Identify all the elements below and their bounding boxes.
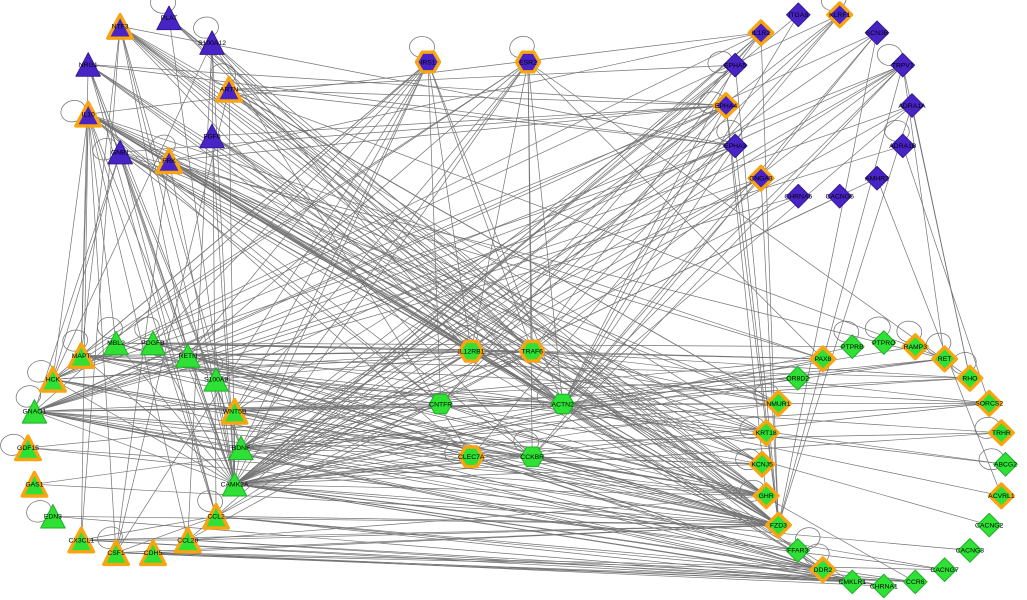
svg-text:IL1R2: IL1R2 (752, 30, 770, 37)
svg-text:NMUR1: NMUR1 (766, 401, 790, 408)
svg-text:OR8D2: OR8D2 (786, 376, 809, 383)
svg-text:EDN3: EDN3 (44, 514, 62, 521)
svg-text:TRPV1: TRPV1 (892, 62, 914, 69)
svg-text:CACNG5: CACNG5 (826, 194, 855, 201)
svg-text:PTPRB: PTPRB (841, 344, 864, 351)
svg-text:S100A9: S100A9 (204, 377, 228, 384)
svg-text:CLEC7A: CLEC7A (458, 454, 485, 461)
svg-text:NTF3: NTF3 (112, 24, 129, 31)
svg-text:TRAF6: TRAF6 (521, 349, 543, 356)
svg-text:GDF15: GDF15 (17, 445, 39, 452)
svg-text:MBL2: MBL2 (107, 340, 125, 347)
svg-text:S100A12: S100A12 (198, 40, 226, 47)
svg-text:PAX8: PAX8 (814, 356, 831, 363)
svg-text:CDH5: CDH5 (144, 550, 163, 557)
svg-text:SORCS2: SORCS2 (975, 401, 1003, 408)
svg-text:CAMK2A: CAMK2A (221, 482, 249, 489)
svg-text:CHRNA1: CHRNA1 (870, 583, 898, 590)
svg-text:CMKLR1: CMKLR1 (839, 579, 867, 586)
svg-text:ITGA8: ITGA8 (788, 12, 808, 19)
svg-text:KCNJ5: KCNJ5 (751, 462, 773, 469)
svg-text:TRHR: TRHR (992, 430, 1011, 437)
svg-text:GHR: GHR (759, 493, 774, 500)
svg-text:CHRNA5: CHRNA5 (784, 194, 812, 201)
svg-text:EPHA3: EPHA3 (724, 143, 747, 150)
svg-text:CCL20: CCL20 (177, 537, 198, 544)
svg-text:CACNG2: CACNG2 (975, 522, 1004, 529)
svg-text:DDR2: DDR2 (814, 567, 833, 574)
svg-text:PDGFB: PDGFB (141, 340, 165, 347)
svg-text:EPHA4: EPHA4 (715, 103, 738, 110)
svg-text:WNT5B: WNT5B (223, 409, 247, 416)
svg-text:KLRF1: KLRF1 (829, 12, 850, 19)
svg-text:HCK: HCK (46, 377, 61, 384)
svg-text:CACNG7: CACNG7 (930, 567, 959, 574)
svg-text:AMHR2: AMHR2 (865, 176, 889, 183)
svg-text:CCL2: CCL2 (207, 514, 225, 521)
svg-text:RETN: RETN (179, 353, 198, 360)
svg-text:FFAR3: FFAR3 (787, 548, 808, 555)
svg-text:CSF1: CSF1 (107, 550, 125, 557)
svg-text:GNAO1: GNAO1 (23, 409, 47, 416)
svg-text:NRG1: NRG1 (79, 62, 98, 69)
svg-text:ACTN2: ACTN2 (552, 401, 575, 408)
svg-text:SCN3B: SCN3B (866, 30, 889, 37)
svg-text:CACNG3: CACNG3 (956, 548, 985, 555)
svg-text:IL12RB1: IL12RB1 (458, 349, 485, 356)
svg-text:KRT18: KRT18 (756, 430, 777, 437)
svg-text:CNGA3: CNGA3 (749, 176, 773, 183)
svg-text:CX3CL1: CX3CL1 (68, 537, 94, 544)
svg-text:ACVRL1: ACVRL1 (988, 493, 1015, 500)
svg-text:CCKBR: CCKBR (520, 454, 544, 461)
svg-text:CNTFR: CNTFR (429, 401, 452, 408)
svg-text:RET: RET (938, 356, 952, 363)
svg-text:RAMP3: RAMP3 (904, 344, 928, 351)
svg-text:ADRA1A: ADRA1A (898, 103, 926, 110)
svg-text:ABCG2: ABCG2 (994, 462, 1017, 469)
svg-text:RHO: RHO (962, 376, 977, 383)
svg-text:IL10: IL10 (82, 111, 95, 118)
svg-text:ADRA1B: ADRA1B (889, 143, 917, 150)
svg-text:GAS1: GAS1 (25, 482, 43, 489)
svg-text:CCR6: CCR6 (906, 579, 925, 586)
svg-text:FRK: FRK (162, 158, 176, 165)
svg-text:PTPRO: PTPRO (872, 340, 895, 347)
svg-text:PLAT: PLAT (161, 15, 178, 22)
svg-text:EPHA5: EPHA5 (724, 62, 747, 69)
svg-text:ESR2: ESR2 (519, 59, 537, 66)
svg-text:ARTN: ARTN (220, 87, 238, 94)
svg-text:MAPT: MAPT (72, 353, 91, 360)
svg-text:FZD3: FZD3 (770, 522, 787, 529)
svg-text:GNB1: GNB1 (111, 150, 130, 157)
svg-text:IRS1: IRS1 (420, 59, 435, 66)
svg-text:BDNF: BDNF (232, 445, 251, 452)
svg-text:FGF6: FGF6 (203, 133, 221, 140)
